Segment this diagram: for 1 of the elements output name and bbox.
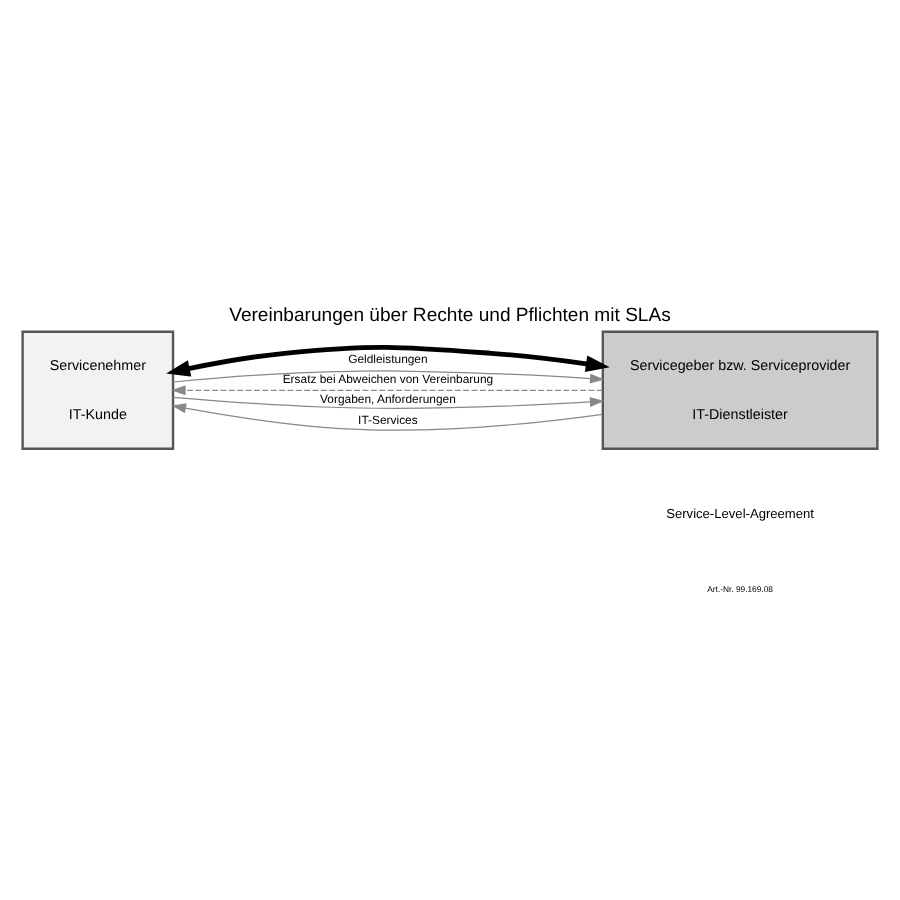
diagram-title: Vereinbarungen über Rechte und Pflichten mit SLAs [229,304,671,327]
